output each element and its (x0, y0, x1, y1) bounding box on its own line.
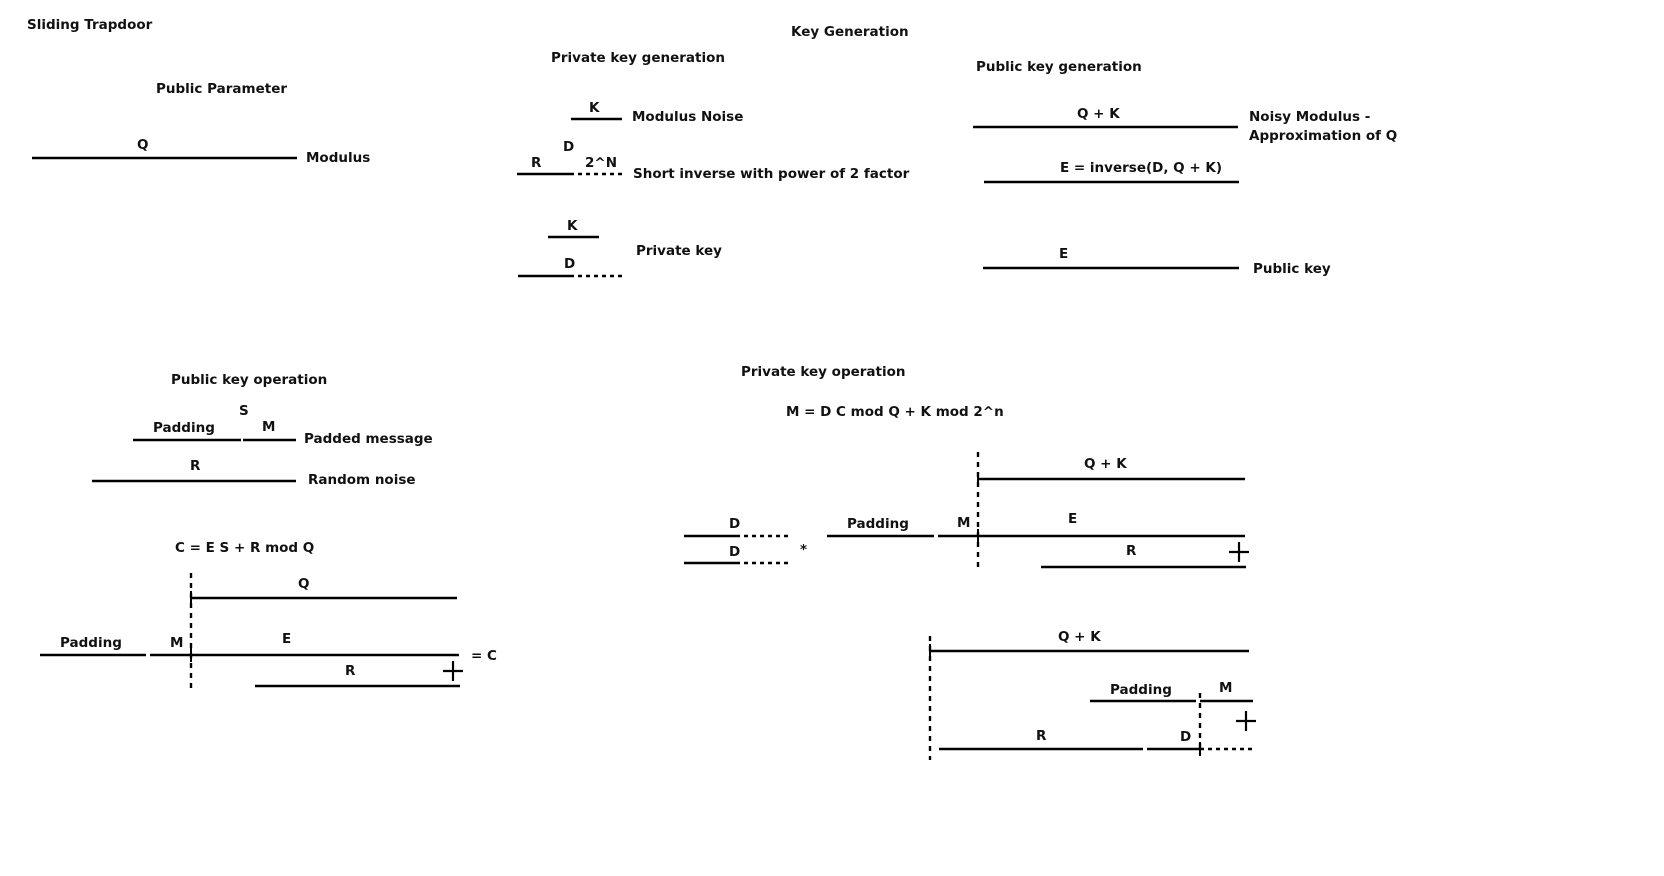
c-formula-label: C = E S + R mod Q (175, 540, 314, 556)
e-label: E (282, 631, 291, 647)
e-formula-label: E = inverse(D, Q + K) (1060, 160, 1222, 176)
private-key-operation-section: Private key operation M = D C mod Q + K … (684, 364, 1256, 760)
r2-label: R (1036, 728, 1047, 744)
s-label: S (239, 403, 249, 419)
m2-label: M (170, 635, 183, 651)
public-key-generation-section: Public key generation Q + K Noisy Modulu… (973, 59, 1397, 277)
private-key-label: Private key (636, 243, 722, 259)
plus-icon (443, 661, 463, 681)
public-key-generation-heading: Public key generation (976, 59, 1142, 75)
d3-label: D (1180, 729, 1191, 745)
r-label: R (190, 458, 201, 474)
public-key-label: Public key (1253, 261, 1331, 277)
qk-label: Q + K (1084, 456, 1127, 472)
times-label: * (800, 542, 807, 558)
m-label: M (262, 419, 275, 435)
r2-label: R (345, 663, 356, 679)
padded-message-label: Padded message (304, 431, 433, 447)
d2-label: D (729, 544, 740, 560)
diagram-title: Sliding Trapdoor (27, 17, 153, 33)
k2-label: K (567, 218, 578, 234)
equals-c-label: = C (471, 648, 497, 664)
padding2-label: Padding (60, 635, 122, 651)
key-generation-heading: Key Generation (791, 24, 909, 40)
random-noise-label: Random noise (308, 472, 416, 488)
qk2-label: Q + K (1058, 629, 1101, 645)
m-label: M (957, 515, 970, 531)
d2-label: D (564, 256, 575, 272)
m2-label: M (1219, 680, 1232, 696)
d-label: D (563, 139, 574, 155)
e-label: E (1068, 511, 1077, 527)
modulus-noise-label: Modulus Noise (632, 109, 743, 125)
e-label: E (1059, 246, 1068, 262)
public-key-operation-heading: Public key operation (171, 372, 327, 388)
noisy-modulus-label-2: Approximation of Q (1249, 128, 1397, 144)
padding-label: Padding (153, 420, 215, 436)
qk-label: Q + K (1077, 106, 1120, 122)
public-key-operation-section: Public key operation S Padding M Padded … (40, 372, 497, 690)
padding-label: Padding (847, 516, 909, 532)
public-parameter-section: Public Parameter Q Modulus (32, 81, 370, 166)
plus-icon (1229, 542, 1249, 562)
private-key-generation-heading: Private key generation (551, 50, 725, 66)
short-inverse-label: Short inverse with power of 2 factor (633, 166, 910, 182)
pow2-label: 2^N (585, 155, 617, 171)
noisy-modulus-label-1: Noisy Modulus - (1249, 109, 1370, 125)
modulus-label: Modulus (306, 150, 370, 166)
q-label: Q (298, 576, 309, 592)
q-label: Q (137, 137, 148, 153)
r-label: R (531, 155, 542, 171)
private-key-generation-section: Private key generation K Modulus Noise D… (517, 50, 910, 278)
private-key-operation-heading: Private key operation (741, 364, 906, 380)
padding2-label: Padding (1110, 682, 1172, 698)
public-parameter-heading: Public Parameter (156, 81, 287, 97)
d-label: D (729, 516, 740, 532)
m-formula-label: M = D C mod Q + K mod 2^n (786, 404, 1004, 420)
r-label: R (1126, 543, 1137, 559)
plus-icon (1236, 711, 1256, 731)
k-label: K (589, 100, 600, 116)
